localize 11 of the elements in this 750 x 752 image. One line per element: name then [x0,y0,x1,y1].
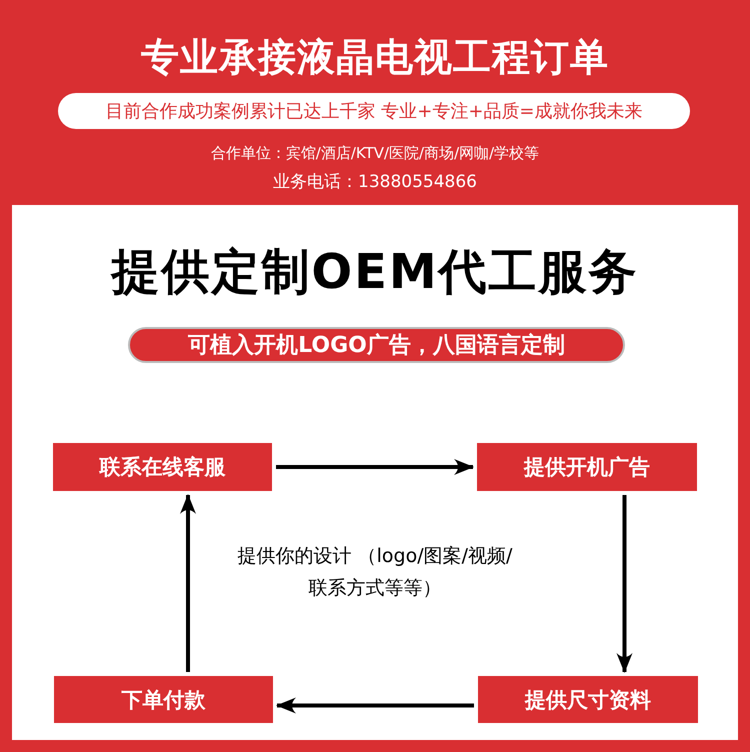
partner-text: 合作单位：宾馆/酒店/KTV/医院/商场/网咖/学校等 [210,144,540,163]
phone-text: 业务电话：13880554866 [273,171,477,193]
step-box: 联系在线客服 [53,443,272,491]
slogan-pill: 目前合作成功案例累计已达上千家 专业+专注+品质=成就你我未来 [58,93,690,129]
step-box: 提供尺寸资料 [478,676,698,723]
step-box: 提供开机广告 [477,443,697,491]
banner-title: 专业承接液晶电视工程订单 [141,34,609,80]
main-heading: 提供定制OEM代工服务 [110,243,640,302]
step-box: 下单付款 [54,676,273,723]
center-note: 提供你的设计 （logo/图案/视频/联系方式等等） [236,544,514,601]
feature-pill: 可植入开机LOGO广告，八国语言定制 [128,327,625,363]
